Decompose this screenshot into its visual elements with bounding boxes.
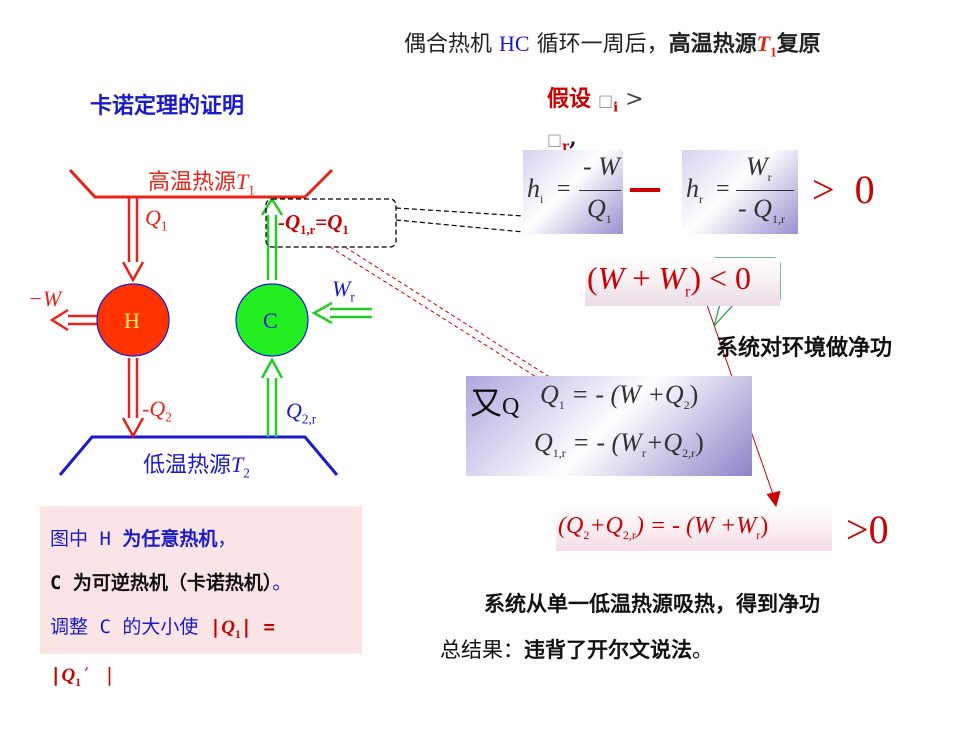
q1r-dashed-box xyxy=(265,198,397,248)
net-work-formula: (W + Wr) < 0 xyxy=(585,258,780,306)
header-prefix: 偶合热机 xyxy=(404,32,493,57)
eta-i-formula: hi = - W Q1 xyxy=(523,150,623,234)
cold-reservoir-label: 低温热源T2 xyxy=(143,452,250,481)
q2r-arrow xyxy=(260,357,284,437)
engine-c-circle xyxy=(235,283,309,357)
q2-arrow xyxy=(121,358,145,439)
neg-q2-label: -Q2 xyxy=(142,396,172,425)
minus-w-label: −W xyxy=(28,286,62,311)
q1-arrow xyxy=(121,197,145,283)
minus-sign: — xyxy=(628,168,662,208)
header-mid: 循环一周后， xyxy=(536,32,669,57)
eta-r-formula: hr = Wr - Q1,r xyxy=(682,150,798,234)
q1-label: Q1 xyxy=(145,205,168,234)
energy-balance-formula: 又Q Q1 = - (W +Q2) Q1,r = - (Wr+Q2,r) xyxy=(466,376,752,476)
formula3-line2: Q1,r = - (Wr+Q2,r) xyxy=(534,428,704,461)
header-t: T xyxy=(756,31,771,56)
work-in-arrow xyxy=(311,301,372,325)
q2r-label: Q2,r xyxy=(286,398,317,427)
gt-zero-1: > 0 xyxy=(812,167,875,212)
formula3-line1: Q1 = - (W +Q2) xyxy=(540,380,699,413)
header-bold: 高温热源 xyxy=(668,31,757,57)
note-line1: 图中 H 为任意热机， xyxy=(50,528,237,550)
callout-net-work: 系统对环境做净功 xyxy=(716,335,893,361)
section-title: 卡诺定理的证明 xyxy=(90,93,245,119)
gt-zero-2: >0 xyxy=(846,507,889,552)
header-line: 偶合热机 HC 循环一周后，高温热源T1复原 xyxy=(404,26,821,60)
cold-reservoir-line xyxy=(58,435,339,476)
engine-h-label: H xyxy=(124,308,140,333)
work-out-arrow xyxy=(49,308,97,332)
engine-c-label: C xyxy=(263,308,278,333)
engine-h-circle xyxy=(96,283,170,357)
wr-label: Wr xyxy=(332,276,355,305)
note-line4: |Q1′ | xyxy=(50,664,116,689)
note-line3: 调整 C 的大小使 |Q1| = xyxy=(50,616,275,641)
q1r-equality: -Q1,r=Q1 xyxy=(278,210,349,238)
hot-reservoir-line xyxy=(68,168,334,199)
header-t-sub: 1 xyxy=(770,44,777,60)
note-box xyxy=(40,506,362,654)
header-tail: 复原 xyxy=(776,31,821,57)
heat-absorbed-formula: (Q2+Q2,r) = - (W +Wr) xyxy=(556,507,832,551)
formula3-prefix: 又Q xyxy=(470,384,520,422)
note-line2: C 为可逆热机（卡诺热机）。 xyxy=(50,572,292,594)
hot-reservoir-label: 高温热源T1 xyxy=(148,169,255,198)
callout-single-reservoir: 系统从单一低温热源吸热，得到净功 xyxy=(484,591,820,616)
header-hc: HC xyxy=(499,31,530,56)
assumption: 假设 □i > □r, xyxy=(547,86,644,155)
result-line: 总结果：违背了开尔文说法。 xyxy=(440,637,713,662)
